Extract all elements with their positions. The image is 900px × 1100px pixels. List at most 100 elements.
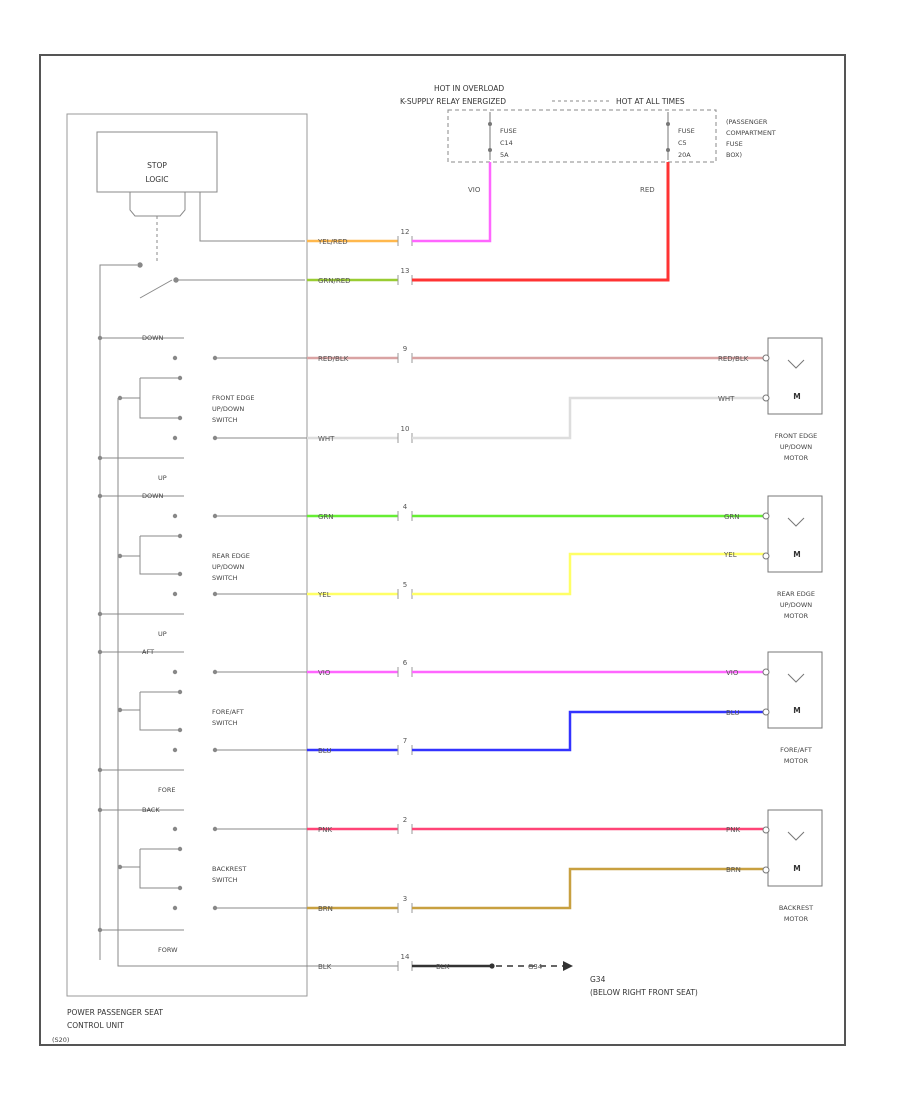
motor1-limit-symbol: [787, 359, 805, 369]
ground-splice: [489, 963, 495, 969]
sw1-top-label: DOWN: [142, 334, 164, 342]
power-line-1: HOT IN OVERLOAD: [434, 84, 504, 93]
sw4-rocker-frame: [139, 848, 180, 889]
unit-name-2: CONTROL UNIT: [67, 1021, 124, 1030]
motor2-limit-symbol: [787, 517, 805, 527]
control-unit-box: [66, 113, 308, 997]
wire-w7-motor-code: VIO: [726, 669, 739, 677]
motor2-name-2: MOTOR: [784, 612, 809, 620]
motor4-box: [767, 809, 823, 887]
pin-w11: 14: [401, 953, 410, 961]
sw2-contact-out-0: [172, 513, 178, 519]
wire-w2-run: [412, 162, 670, 282]
wire-w7-code: VIO: [318, 669, 331, 677]
motor3-symbol: M: [793, 706, 800, 715]
sw1-bus-node: [97, 335, 103, 341]
motor4-terminal-1: [762, 826, 770, 834]
sw4-contact-out-0: [172, 826, 178, 832]
wire-w4-code: WHT: [318, 435, 335, 443]
motor4-terminal-2: [762, 866, 770, 874]
power-line-2: K-SUPPLY RELAY ENERGIZED: [400, 97, 506, 106]
motor1-name-1: UP/DOWN: [780, 443, 812, 451]
motor1-terminal-1: [762, 354, 770, 362]
wire-w10-run: [412, 867, 765, 910]
fuse1-rating: 5A: [500, 151, 509, 159]
motor2-name-1: UP/DOWN: [780, 601, 812, 609]
sw2-name-2: SWITCH: [212, 574, 238, 582]
sw2-contact-out-1: [172, 591, 178, 597]
wires-group: YEL/RED12GRN/RED13RED/BLK9RED/BLKWHT10WH…: [117, 162, 765, 971]
power-line-3: HOT AT ALL TIMES: [616, 97, 685, 106]
sw2-bottom-label: UP: [158, 630, 167, 638]
sw1-rocker-frame: [139, 377, 180, 419]
feed-red-label: RED: [640, 186, 655, 194]
wire-w9-motor-code: PNK: [726, 826, 740, 834]
pin-w8: 7: [403, 737, 407, 745]
motor3-limit-symbol: [787, 673, 805, 683]
motor1-name-0: FRONT EDGE: [775, 432, 818, 440]
sw4-name-1: SWITCH: [212, 876, 238, 884]
pin-w5: 4: [403, 503, 408, 511]
motor2-box: [767, 495, 823, 573]
motor4-name-1: MOTOR: [784, 915, 809, 923]
stop-logic-box: [96, 131, 218, 193]
sw4-bus-node: [97, 927, 103, 933]
stop-logic-bracket: [129, 192, 186, 217]
pin-w6: 5: [403, 581, 407, 589]
motor1-terminal-2: [762, 394, 770, 402]
sw2-rocker-frame: [139, 535, 180, 575]
sw3-bottom-label: FORE: [158, 786, 175, 794]
sw4-bottom-label: FORW: [158, 946, 178, 954]
fuse2-label: FUSE: [678, 127, 695, 135]
pin-w7: 6: [403, 659, 408, 667]
wire-w1-code: YEL/RED: [317, 238, 348, 246]
sw1-bus-node: [97, 455, 103, 461]
sw2-top-label: DOWN: [142, 492, 164, 500]
wire-w8-motor-code: BLU: [726, 709, 739, 717]
fuse2-id: C5: [678, 139, 687, 147]
sw1-name-0: FRONT EDGE: [212, 394, 255, 402]
outer-frame: [39, 54, 846, 1046]
sw3-name-1: SWITCH: [212, 719, 238, 727]
wire-w3-motor-code: RED/BLK: [718, 355, 749, 363]
wire-w11-end-code: G34: [528, 963, 543, 971]
sw2-bus-node: [97, 493, 103, 499]
motor1-box: [767, 337, 823, 415]
wire-w3-code: RED/BLK: [318, 355, 349, 363]
sw4-top-label: BACK: [142, 806, 160, 814]
motor2-terminal-1: [762, 512, 770, 520]
ground-name: G34: [590, 975, 606, 984]
sw3-contact-out-0: [172, 669, 178, 675]
wire-w2-code: GRN/RED: [318, 277, 351, 285]
sw1-contact-out-1: [172, 435, 178, 441]
motor1-name-2: MOTOR: [784, 454, 809, 462]
stop-logic-label-2: LOGIC: [145, 175, 168, 184]
wire-w8-code: BLU: [318, 747, 331, 755]
sw3-bus-node: [97, 767, 103, 773]
sw2-name-1: UP/DOWN: [212, 563, 244, 571]
ground-arrow: [563, 961, 573, 971]
motor2-symbol: M: [793, 550, 800, 559]
wire-w5-code: GRN: [318, 513, 334, 521]
sw1-bottom-label: UP: [158, 474, 167, 482]
pin-w1: 12: [401, 228, 410, 236]
wire-w8-run: [412, 710, 765, 752]
stop-logic-label-1: STOP: [147, 161, 167, 170]
sw3-bus-node: [97, 649, 103, 655]
wire-w6-motor-code: YEL: [723, 551, 737, 559]
wire-w6-code: YEL: [317, 591, 331, 599]
pin-w4: 10: [401, 425, 410, 433]
motor2-name-0: REAR EDGE: [777, 590, 815, 598]
motor3-box: [767, 651, 823, 729]
sw4-name-0: BACKREST: [212, 865, 246, 873]
sw1-name-1: UP/DOWN: [212, 405, 244, 413]
sw1-contact-out-0: [172, 355, 178, 361]
motor3-terminal-1: [762, 668, 770, 676]
wire-w11-mid-code: BLK: [436, 963, 450, 971]
wire-w1-run: [412, 162, 492, 243]
sw3-contact-out-1: [172, 747, 178, 753]
wire-w4-motor-code: WHT: [718, 395, 735, 403]
motor4-symbol: M: [793, 864, 800, 873]
